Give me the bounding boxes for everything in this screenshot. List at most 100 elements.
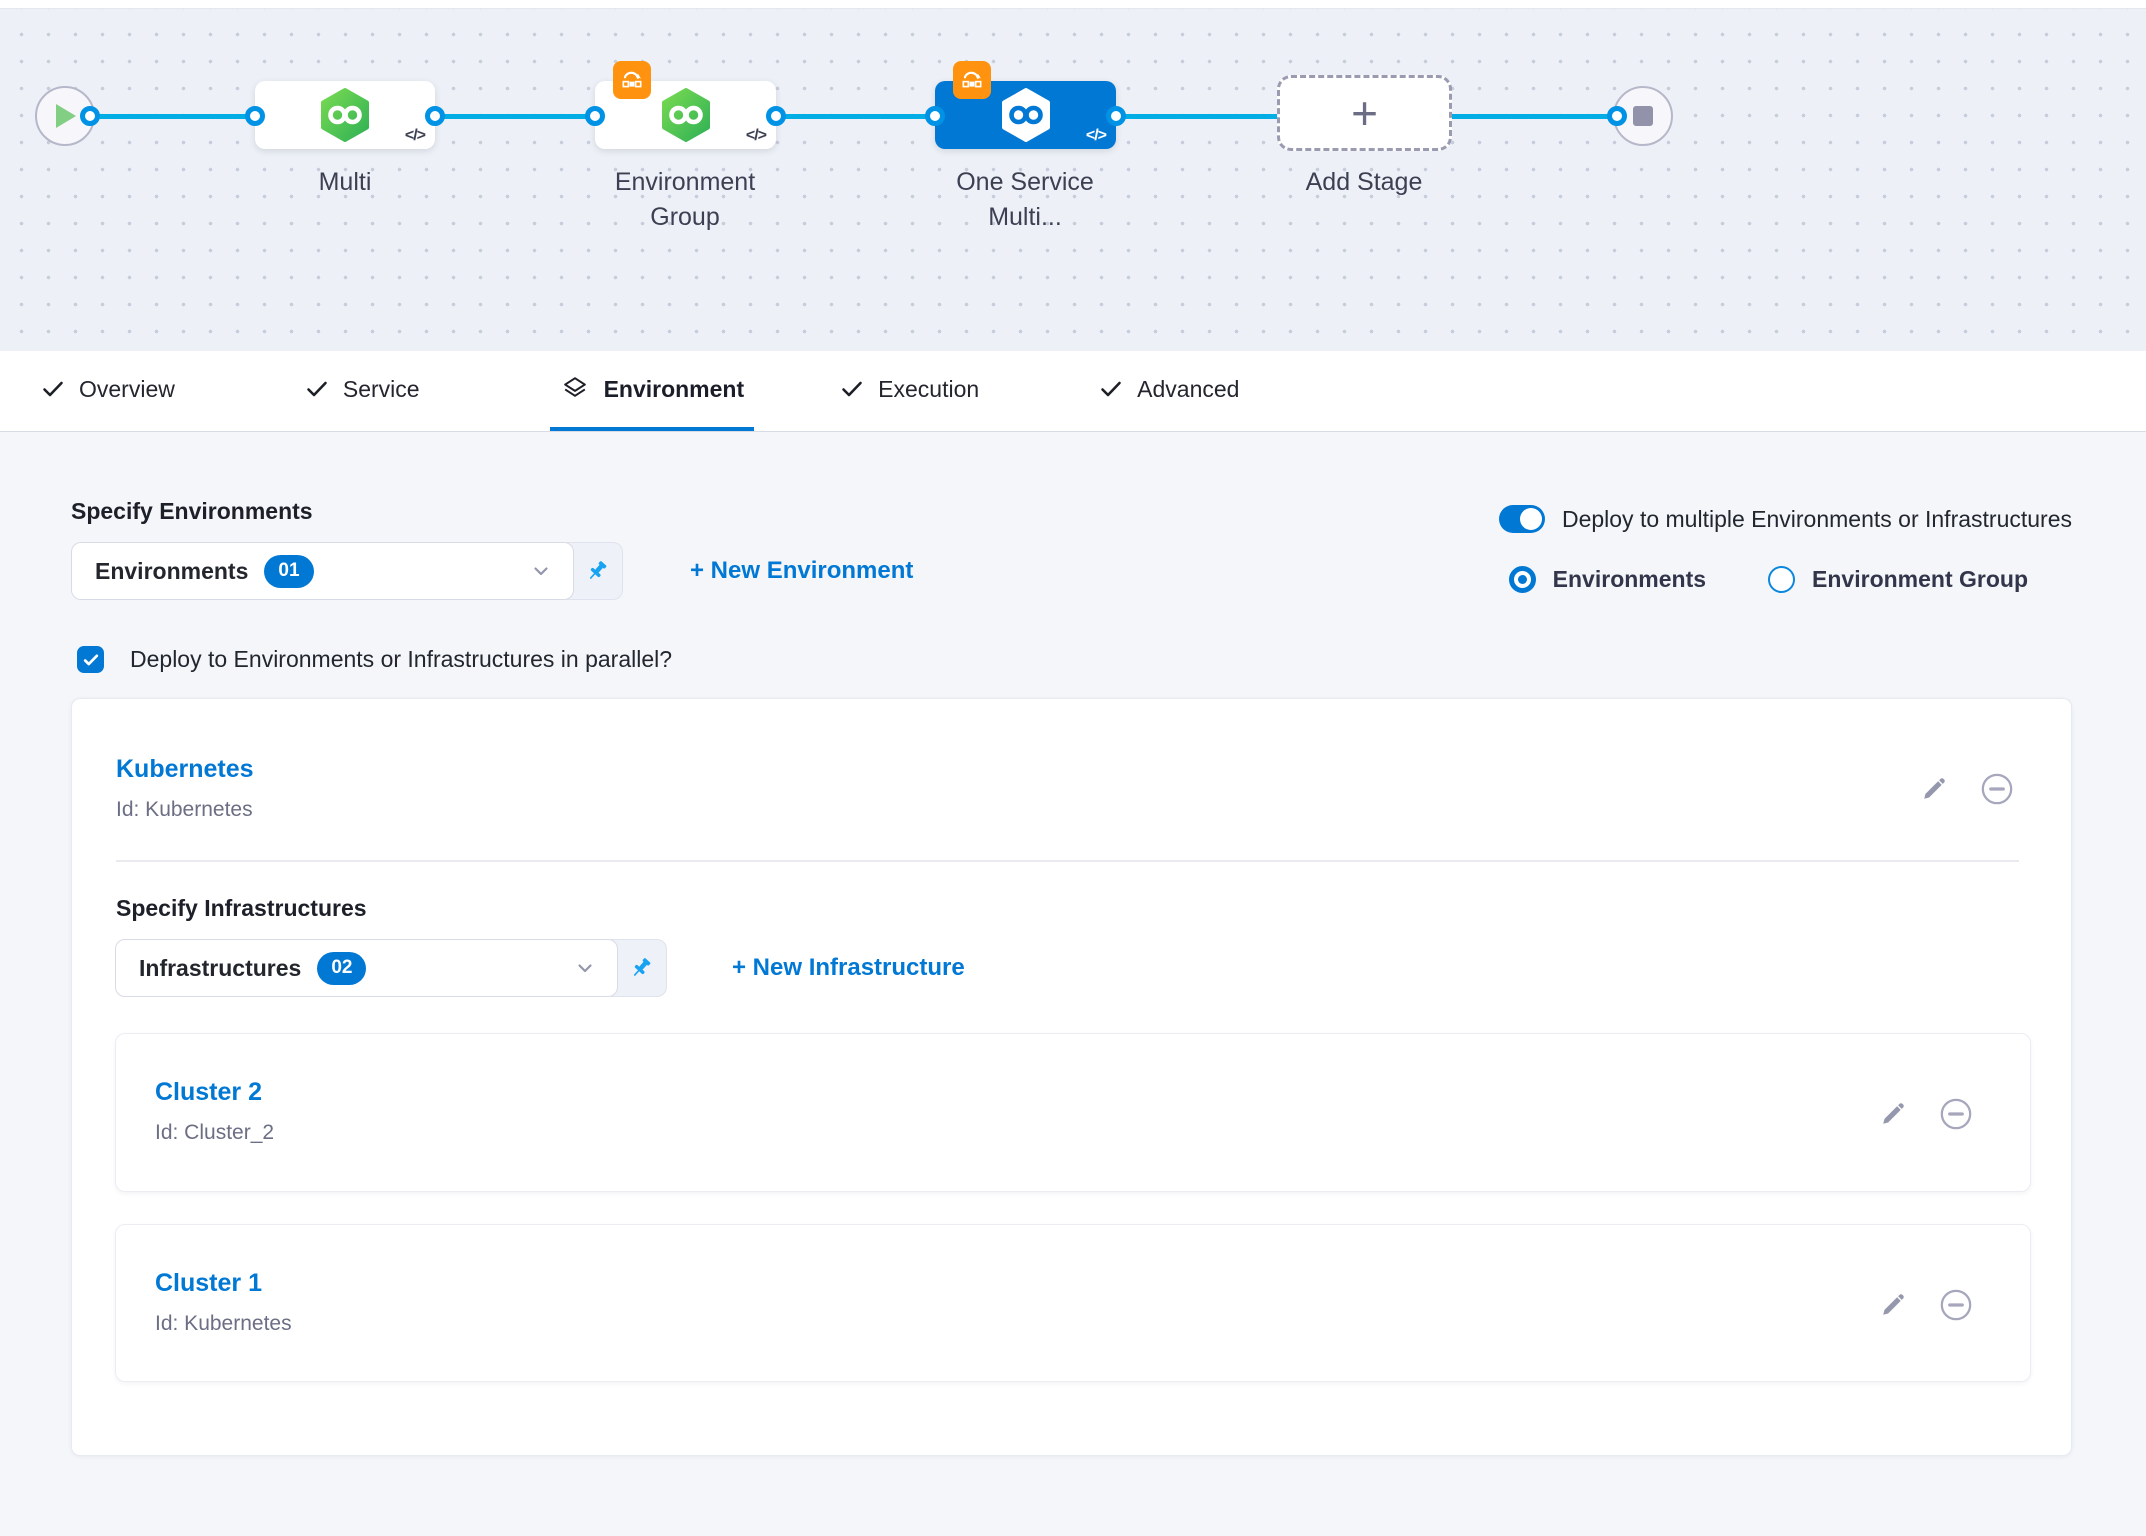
- stage-node-environment-group[interactable]: </>: [595, 61, 776, 149]
- harness-service-icon: [1001, 88, 1050, 142]
- environment-group-badge-icon: [953, 61, 991, 99]
- code-glyph: </>: [745, 127, 767, 144]
- divider: [116, 860, 2019, 862]
- deploy-parallel-row: Deploy to Environments or Infrastructure…: [77, 646, 672, 673]
- pin-icon: [589, 561, 607, 579]
- connector-line: [776, 114, 935, 119]
- new-environment-link[interactable]: + New Environment: [690, 557, 914, 584]
- specify-infrastructures-heading: Specify Infrastructures: [116, 895, 367, 921]
- remove-environment-button[interactable]: [1980, 772, 2014, 806]
- pipeline-canvas[interactable]: </> </>: [0, 9, 2146, 351]
- environment-type-radio-group: Environments Environment Group: [1508, 566, 2028, 593]
- environments-select[interactable]: Environments 01: [71, 542, 574, 600]
- connector-port: [1106, 106, 1126, 126]
- connector-line: [435, 114, 595, 119]
- environments-select-value: Environments: [95, 557, 249, 584]
- harness-service-icon: [321, 88, 369, 142]
- environment-panel: Specify Environments Environments 01 + N…: [0, 432, 2146, 1536]
- minus-circle-icon: [1940, 1098, 1972, 1130]
- radio-selected-icon: [1508, 566, 1536, 593]
- chevron-down-icon: [573, 956, 597, 980]
- radio-environments[interactable]: Environments: [1508, 566, 1706, 593]
- radio-environment-group[interactable]: Environment Group: [1768, 566, 2028, 593]
- pin-icon: [633, 958, 651, 976]
- tab-environment[interactable]: Environment: [549, 351, 755, 431]
- specify-environments-heading: Specify Environments: [71, 498, 313, 524]
- pin-infrastructures-button[interactable]: [610, 939, 667, 997]
- environments-select-group: Environments 01: [71, 542, 623, 600]
- infrastructure-card-actions: [1879, 1097, 1973, 1131]
- environment-layers-icon: [563, 377, 586, 397]
- remove-infrastructure-button[interactable]: [1939, 1288, 1973, 1322]
- deploy-multiple-toggle[interactable]: [1498, 505, 1545, 533]
- infrastructure-card: Cluster 2 Id: Cluster_2: [115, 1033, 2031, 1192]
- minus-circle-icon: [1940, 1289, 1972, 1321]
- toggle-knob: [1519, 508, 1542, 530]
- harness-service-icon: [661, 88, 710, 142]
- minus-circle-icon: [1981, 773, 2013, 805]
- infrastructures-select-value: Infrastructures: [139, 954, 302, 981]
- plus-icon: +: [1351, 87, 1378, 139]
- infrastructures-count-badge: 02: [317, 951, 367, 985]
- new-infrastructure-link[interactable]: + New Infrastructure: [732, 954, 965, 981]
- top-toolbar-strip: [0, 0, 2146, 9]
- infrastructure-name-link[interactable]: Cluster 1: [155, 1269, 262, 1297]
- infrastructures-select[interactable]: Infrastructures 02: [115, 939, 618, 997]
- check-icon: [842, 381, 862, 397]
- tab-service[interactable]: Service: [305, 351, 420, 431]
- edit-infrastructure-button[interactable]: [1879, 1100, 1907, 1128]
- stop-icon: [1633, 106, 1653, 126]
- code-glyph: </>: [404, 127, 426, 144]
- stage-label: One Service Multi...: [956, 168, 1094, 231]
- tab-execution[interactable]: Execution: [840, 351, 979, 431]
- infrastructure-card: Cluster 1 Id: Kubernetes: [115, 1224, 2031, 1382]
- infrastructures-select-group: Infrastructures 02: [115, 939, 667, 997]
- tab-advanced[interactable]: Advanced: [1099, 351, 1239, 431]
- pin-environments-button[interactable]: [566, 542, 623, 600]
- connector-port: [1607, 106, 1627, 126]
- connector-port: [245, 106, 265, 126]
- environment-group-badge-icon: [613, 61, 651, 99]
- stage-node-one-service-multi[interactable]: </>: [935, 61, 1116, 149]
- edit-environment-button[interactable]: [1920, 775, 1948, 803]
- play-icon: [56, 104, 76, 128]
- check-icon: [307, 381, 327, 397]
- connector-port: [425, 106, 445, 126]
- stage-label: Environment Group: [614, 168, 756, 231]
- add-stage-label: Add Stage: [1305, 168, 1423, 196]
- infrastructure-id-text: Id: Kubernetes: [155, 1312, 292, 1335]
- connector-line: [1116, 114, 1277, 119]
- connector-line: [1452, 114, 1617, 119]
- infrastructure-card-actions: [1879, 1288, 1973, 1322]
- pencil-icon: [1924, 778, 1945, 799]
- code-glyph: </>: [1085, 127, 1107, 144]
- environments-count-badge: 01: [264, 554, 314, 588]
- connector-line: [90, 114, 255, 119]
- environment-card: Kubernetes Id: Kubernetes Specify Infras…: [71, 698, 2072, 1456]
- chevron-down-icon: [529, 559, 553, 583]
- pencil-icon: [1883, 1294, 1904, 1315]
- environment-id-text: Id: Kubernetes: [116, 798, 253, 821]
- deploy-multiple-toggle-row: Deploy to multiple Environments or Infra…: [1498, 505, 2072, 533]
- infrastructure-name-link[interactable]: Cluster 2: [155, 1078, 262, 1106]
- check-icon: [83, 654, 98, 665]
- environment-card-actions: [1920, 772, 2014, 806]
- stage-node-multi[interactable]: </>: [255, 81, 435, 149]
- connector-port: [766, 106, 786, 126]
- environment-name-link[interactable]: Kubernetes: [116, 755, 254, 783]
- remove-infrastructure-button[interactable]: [1939, 1097, 1973, 1131]
- add-stage-button[interactable]: +: [1277, 75, 1452, 151]
- deploy-multiple-toggle-label: Deploy to multiple Environments or Infra…: [1561, 505, 2072, 532]
- tab-overview[interactable]: Overview: [41, 351, 175, 431]
- pencil-icon: [1883, 1103, 1904, 1124]
- edit-infrastructure-button[interactable]: [1879, 1291, 1907, 1319]
- check-icon: [1101, 381, 1121, 397]
- deploy-parallel-checkbox[interactable]: [77, 646, 104, 673]
- connector-port: [925, 106, 945, 126]
- deploy-parallel-label: Deploy to Environments or Infrastructure…: [130, 646, 673, 672]
- check-icon: [43, 381, 63, 397]
- stage-label: Multi: [318, 168, 372, 196]
- stage-tabs: Overview Service Environment Execution A…: [0, 351, 2146, 432]
- connector-port: [585, 106, 605, 126]
- connector-port: [80, 106, 100, 126]
